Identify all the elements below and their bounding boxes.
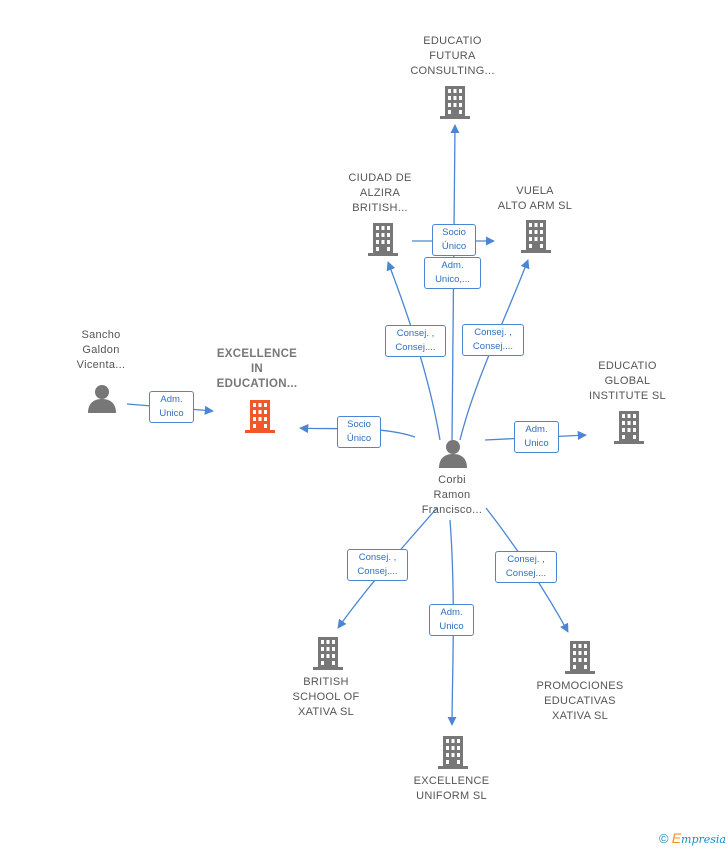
person-icon[interactable] <box>86 383 118 413</box>
node-label-excellence-uniform[interactable]: EXCELLENCE UNIFORM SL <box>413 775 490 802</box>
brand-footer[interactable]: © Empresia <box>659 830 726 846</box>
node-label-corbi[interactable]: Corbi Ramon Francisco... <box>421 474 483 516</box>
node-label-educatio-futura[interactable]: EDUCATIO FUTURA CONSULTING... <box>410 35 495 77</box>
node-label-ciudad-alzira[interactable]: CIUDAD DE ALZIRA BRITISH... <box>348 172 412 214</box>
edge-label-adm-unico: Adm. Unico <box>514 421 559 453</box>
node-label-excellence-education[interactable]: EXCELLENCE IN EDUCATION... <box>216 348 298 390</box>
edge-label-adm-unico: Adm. Unico <box>149 391 194 423</box>
edge-label-socio-unico: Socio Único <box>337 416 381 448</box>
copyright-icon: © <box>659 831 669 846</box>
building-icon[interactable] <box>439 85 471 119</box>
building-icon-focus[interactable] <box>244 399 276 433</box>
node-label-sancho[interactable]: Sancho Galdon Vicenta... <box>76 329 126 371</box>
node-label-promociones[interactable]: PROMOCIONES EDUCATIVAS XATIVA SL <box>536 680 624 722</box>
edge-label-adm-unico: Adm. Unico,... <box>424 257 481 289</box>
building-icon[interactable] <box>520 219 552 253</box>
node-label-vuela-alto[interactable]: VUELA ALTO ARM SL <box>497 185 573 212</box>
building-icon[interactable] <box>367 222 399 256</box>
edge-label-adm-unico: Adm. Unico <box>429 604 474 636</box>
person-icon[interactable] <box>437 438 469 468</box>
building-icon[interactable] <box>437 735 469 769</box>
brand-name: mpresia <box>681 833 726 846</box>
brand-initial: E <box>671 830 682 846</box>
edge-label-socio-unico: Socio Único <box>432 224 476 256</box>
edge-label-consej: Consej. , Consej.... <box>495 551 557 583</box>
building-icon[interactable] <box>312 636 344 670</box>
node-label-british-school[interactable]: BRITISH SCHOOL OF XATIVA SL <box>292 676 360 718</box>
building-icon[interactable] <box>613 410 645 444</box>
edge-label-consej: Consej. , Consej.... <box>347 549 408 581</box>
edge-label-consej: Consej. , Consej.... <box>462 324 524 356</box>
building-icon[interactable] <box>564 640 596 674</box>
edge-label-consej: Consej. , Consej.... <box>385 325 446 357</box>
node-label-educatio-global[interactable]: EDUCATIO GLOBAL INSTITUTE SL <box>589 360 666 402</box>
